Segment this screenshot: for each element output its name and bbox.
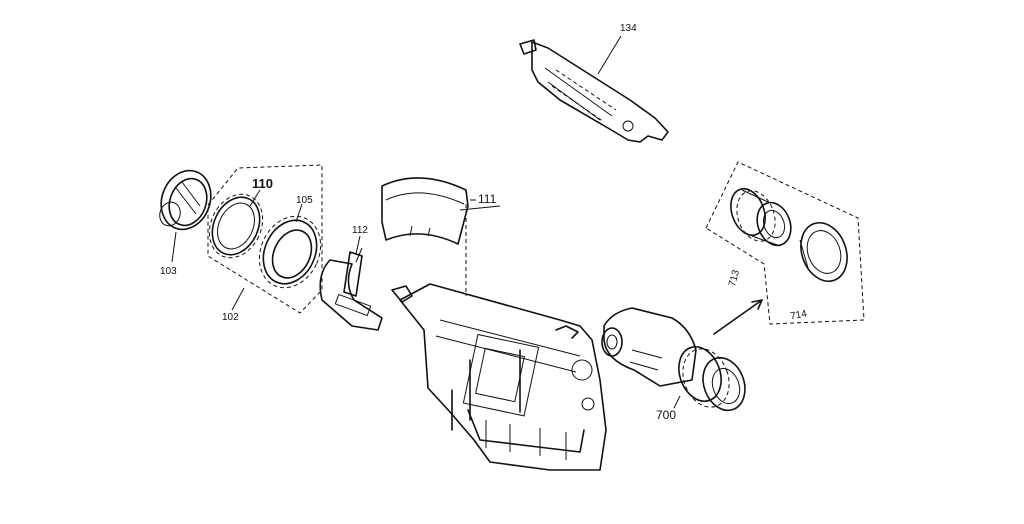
label-714: 714: [789, 308, 808, 322]
label-110: 110: [252, 176, 273, 191]
part-700-lens-unit: [601, 307, 746, 412]
label-102: 102: [222, 312, 239, 323]
part-110-toothed-ring: [208, 193, 264, 259]
part-112-guide-bracket: [319, 247, 383, 331]
label-112: 112: [352, 225, 368, 236]
part-134-top-cover: [519, 39, 669, 143]
part-103-cap-ring: [159, 169, 212, 231]
label-111: 111: [478, 192, 497, 206]
label-103: 103: [160, 266, 177, 277]
label-700: 700: [656, 408, 676, 422]
part-111-shield: [381, 177, 501, 296]
part-713-714-group-outline: [705, 161, 865, 325]
assembly-arrow: [713, 299, 763, 335]
main-chassis: [391, 283, 607, 471]
part-714-outer-ring: [799, 222, 848, 282]
part-713-lens-barrel: [730, 187, 792, 247]
part-105-thread-ring: [258, 215, 322, 289]
part-labels: 134 110 105 111 112 103 102 713 714 700: [160, 23, 808, 422]
label-134: 134: [620, 23, 637, 34]
label-105: 105: [296, 195, 313, 206]
label-713: 713: [727, 268, 742, 287]
leader-lines: [171, 35, 681, 409]
